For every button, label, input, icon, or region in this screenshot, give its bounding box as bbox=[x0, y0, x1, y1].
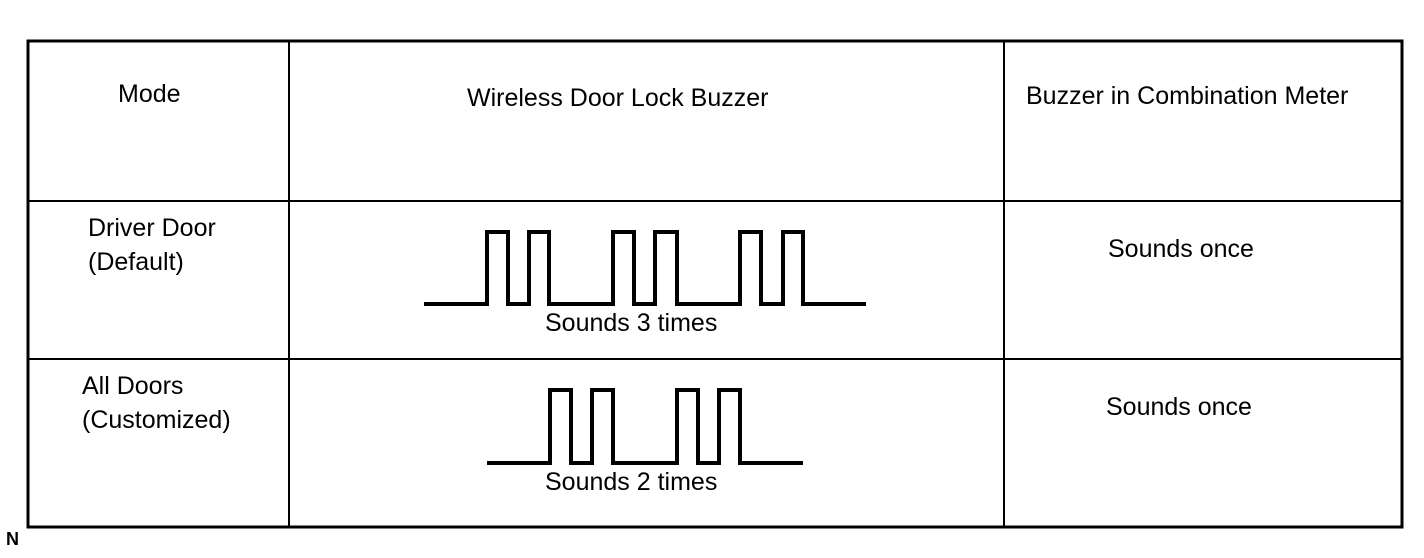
waveform-row-1 bbox=[424, 230, 866, 306]
row-2-waveform-label: Sounds 2 times bbox=[545, 468, 718, 496]
corner-mark: N bbox=[6, 529, 19, 549]
row-2-meter: Sounds once bbox=[1106, 393, 1252, 421]
row-1-mode-line-1: Driver Door bbox=[88, 214, 216, 242]
row-1-waveform-label: Sounds 3 times bbox=[545, 309, 718, 337]
header-mode: Mode bbox=[118, 80, 181, 108]
row-2-mode-line-1: All Doors bbox=[82, 372, 184, 400]
waveform-row-2 bbox=[487, 388, 803, 465]
row-1-meter: Sounds once bbox=[1108, 235, 1254, 263]
row-1-mode-line-2: (Default) bbox=[88, 248, 184, 276]
header-combination-meter-buzzer: Buzzer in Combination Meter bbox=[1026, 82, 1349, 110]
header-wireless-door-lock-buzzer: Wireless Door Lock Buzzer bbox=[467, 84, 769, 112]
table-border bbox=[26, 39, 1404, 529]
row-2-mode-line-2: (Customized) bbox=[82, 406, 231, 434]
